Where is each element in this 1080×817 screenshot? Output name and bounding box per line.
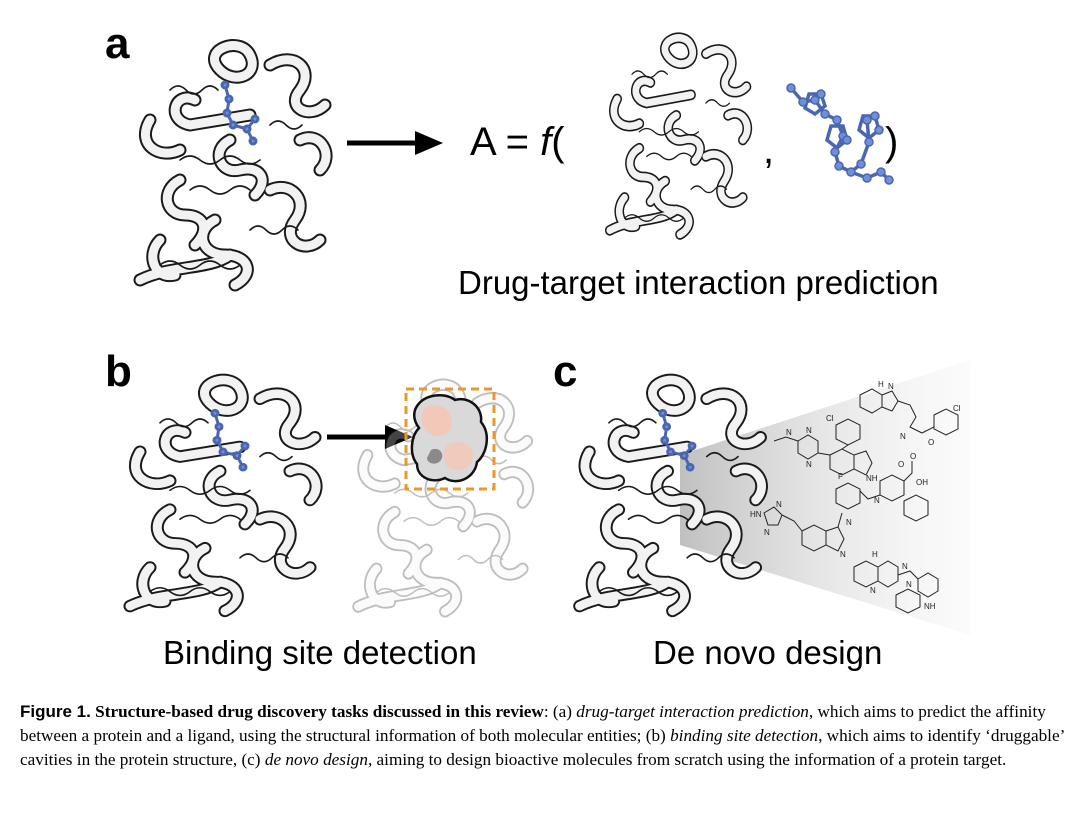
protein-structure-target (595, 25, 765, 255)
molecule-label-3: N (900, 432, 906, 441)
molecule-label-19: N (840, 550, 846, 559)
panel-b-label: Binding site detection (163, 634, 477, 671)
molecule-label-4: O (928, 438, 934, 447)
molecule-label-11: H (878, 380, 884, 389)
arrow-right-icon (347, 131, 443, 155)
affinity-equation: A = f( (470, 122, 565, 162)
equation-comma: , (763, 128, 775, 172)
bound-ligand-c (658, 408, 697, 472)
equation-function: f (540, 120, 552, 164)
caption-part-a-prefix: : (a) (543, 702, 577, 721)
molecule-label-6: Cl (826, 414, 834, 423)
molecule-label-5: N (806, 426, 812, 435)
caption-term-c: de novo design (264, 750, 368, 769)
generated-molecules: Cl N N O N Cl N N NH O H O OH N F HN N N… (750, 380, 961, 614)
equation-open-paren: ( (551, 120, 565, 164)
molecule-label-9: NH (866, 474, 878, 483)
molecule-label-24: N (906, 580, 912, 589)
panel-c-label: De novo design (653, 634, 883, 671)
figure-label: Figure 1. (20, 702, 91, 721)
molecule-label-17: N (764, 528, 770, 537)
molecule-label-8: N (806, 460, 812, 469)
caption-part-a-text: , which aims to predict the affinity bet… (20, 702, 1046, 745)
molecule-label-21: H (872, 550, 878, 559)
bound-ligand-b (210, 408, 250, 472)
caption-part-c-text: , aiming to design bioactive molecules f… (367, 750, 1007, 769)
caption-term-b: binding site detection (670, 726, 819, 745)
molecule-label-22: N (870, 586, 876, 595)
caption-title: Structure-based drug discovery tasks dis… (95, 702, 544, 721)
molecule-label-18: N (776, 500, 782, 509)
molecule-label-20: N (846, 518, 852, 527)
equation-close-paren: ) (885, 120, 899, 164)
figure-caption: Figure 1. Structure-based drug discovery… (20, 700, 1065, 772)
equation-lhs: A = (470, 120, 541, 164)
molecule-label-16: HN (750, 510, 762, 519)
caption-term-a: drug-target interaction prediction (576, 702, 809, 721)
molecule-label-15: F (838, 472, 843, 481)
molecule-label-10: O (910, 452, 916, 461)
molecule-label-7: N (786, 428, 792, 437)
molecule-label-12: O (898, 460, 904, 469)
panel-letter-c: c (553, 347, 578, 396)
molecule-label-25: NH (924, 602, 936, 611)
molecule-label-14: N (874, 496, 880, 505)
molecule-label-1: Cl (953, 404, 961, 413)
ligand-molecule (786, 83, 894, 185)
protein-structure-b (110, 365, 340, 635)
molecule-label-23: N (902, 562, 908, 571)
panel-letter-a: a (105, 19, 130, 68)
molecule-label-13: OH (916, 478, 928, 487)
panel-letter-b: b (105, 347, 132, 396)
binding-pocket (404, 387, 496, 491)
panel-a-label: Drug-target interaction prediction (458, 264, 939, 301)
molecule-label-2: N (888, 382, 894, 391)
protein-structure-a (120, 30, 350, 310)
caption-part-b-text: , which aims to identify ‘druggable’ cav… (20, 726, 1065, 769)
